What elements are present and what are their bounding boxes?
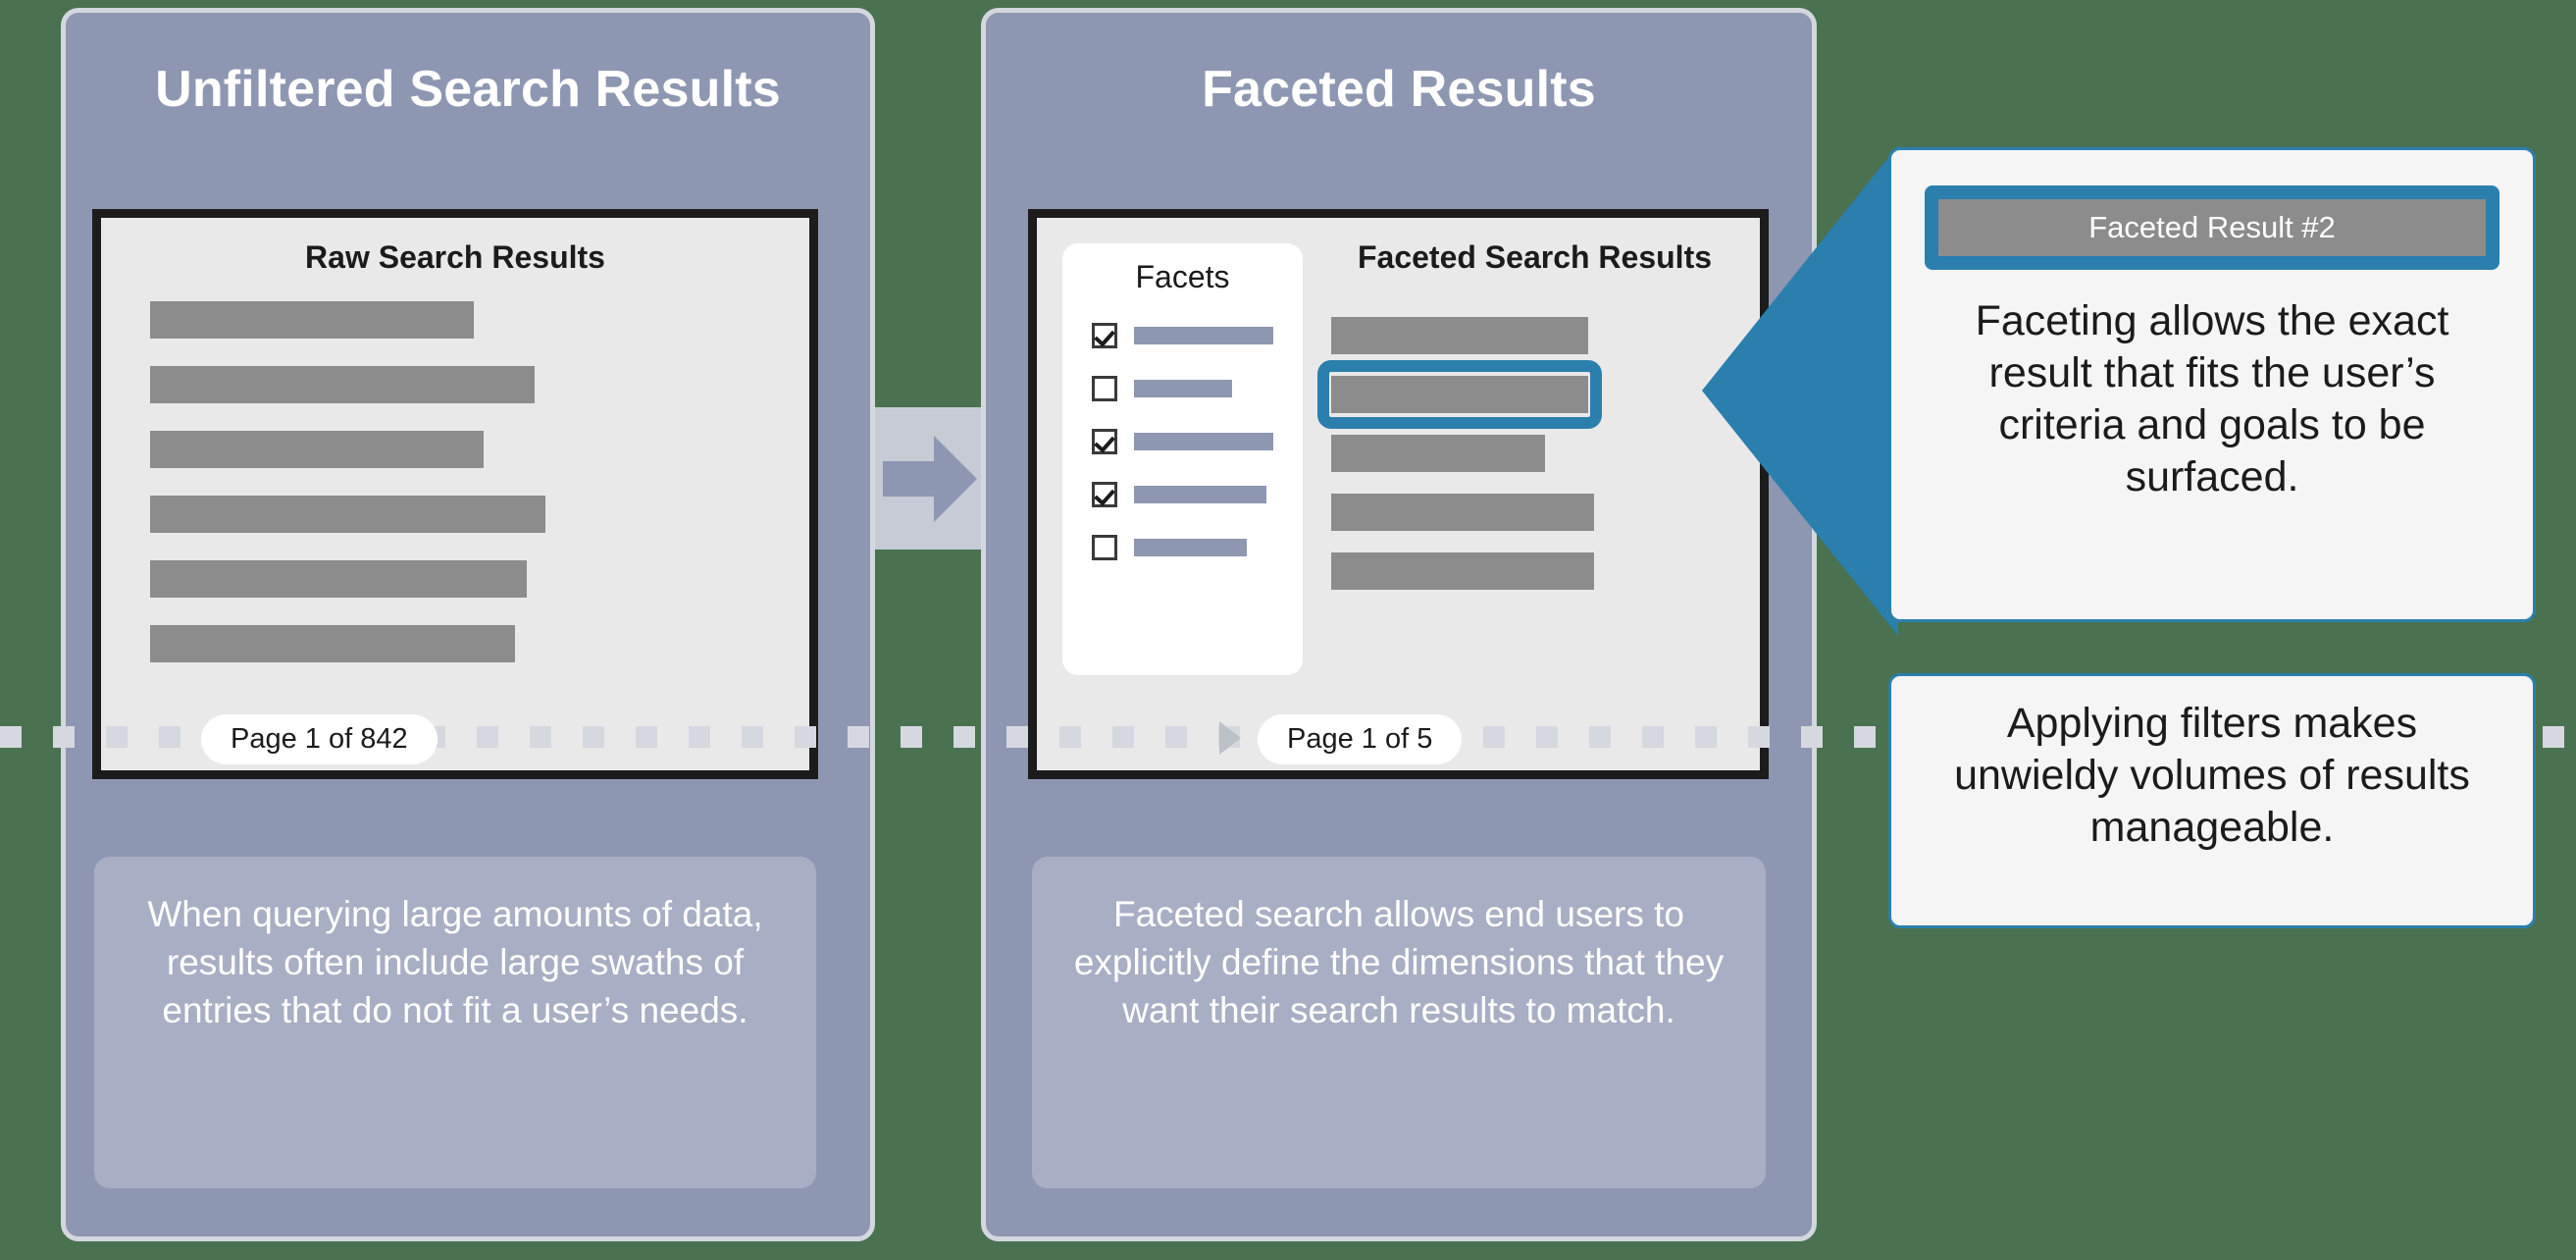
callout-chip-label: Faceted Result #2 bbox=[1938, 199, 2486, 256]
small-right-arrow-icon bbox=[1219, 721, 1241, 755]
callout-top-text: Faceting allows the exact result that fi… bbox=[1975, 297, 2449, 500]
faceted-search-results-window: Facets Faceted Search Results bbox=[1028, 209, 1769, 779]
raw-result-bar bbox=[150, 560, 527, 598]
left-panel-description: When querying large amounts of data, res… bbox=[94, 857, 816, 1188]
callout-bottom-text: Applying filters makes unwieldy volumes … bbox=[1954, 700, 2470, 851]
facet-label-bar bbox=[1134, 380, 1232, 397]
raw-search-results-window: Raw Search Results bbox=[92, 209, 818, 779]
left-panel-title: Unfiltered Search Results bbox=[155, 61, 781, 118]
right-panel-description: Faceted search allows end users to expli… bbox=[1032, 857, 1766, 1188]
callout-faceted-result: Faceted Result #2 Faceting allows the ex… bbox=[1888, 147, 2536, 622]
right-panel-title: Faceted Results bbox=[1202, 61, 1596, 118]
faceted-result-row[interactable] bbox=[1331, 542, 1738, 601]
facet-item[interactable] bbox=[1062, 429, 1303, 454]
facet-item[interactable] bbox=[1062, 376, 1303, 401]
facet-label-bar bbox=[1134, 486, 1266, 503]
right-arrow-icon bbox=[883, 436, 977, 522]
faceted-result-row[interactable] bbox=[1331, 306, 1738, 365]
checkbox-checked-icon[interactable] bbox=[1092, 482, 1117, 507]
faceted-result-bar bbox=[1331, 552, 1594, 590]
raw-result-bar bbox=[150, 496, 545, 533]
raw-result-bar bbox=[150, 301, 474, 339]
checkbox-checked-icon[interactable] bbox=[1092, 429, 1117, 454]
facet-item[interactable] bbox=[1062, 535, 1303, 560]
facet-item[interactable] bbox=[1062, 323, 1303, 348]
faceted-results-bar-list bbox=[1317, 306, 1738, 601]
faceted-result-bar bbox=[1331, 317, 1588, 354]
facets-title: Facets bbox=[1135, 259, 1230, 294]
faceted-result-bar bbox=[1331, 494, 1594, 531]
raw-result-bar bbox=[150, 366, 535, 403]
faceted-search-results-title: Faceted Search Results bbox=[1357, 239, 1713, 275]
facet-label-bar bbox=[1134, 539, 1247, 556]
facet-label-bar bbox=[1134, 433, 1273, 450]
facet-list bbox=[1062, 323, 1303, 560]
raw-results-bar-list bbox=[101, 301, 809, 662]
faceted-result-bar bbox=[1331, 435, 1545, 472]
checkbox-checked-icon[interactable] bbox=[1092, 323, 1117, 348]
checkbox-unchecked-icon[interactable] bbox=[1092, 535, 1117, 560]
faceted-result-row-highlighted[interactable] bbox=[1317, 360, 1738, 429]
checkbox-unchecked-icon[interactable] bbox=[1092, 376, 1117, 401]
facets-card: Facets bbox=[1062, 243, 1303, 675]
faceted-result-row[interactable] bbox=[1331, 424, 1738, 483]
facet-label-bar bbox=[1134, 327, 1273, 344]
raw-result-bar bbox=[150, 431, 484, 468]
faceted-result-bar bbox=[1331, 376, 1588, 413]
left-wedge-pointer-icon bbox=[1702, 145, 1898, 636]
raw-result-bar bbox=[150, 625, 515, 662]
raw-search-results-title: Raw Search Results bbox=[305, 239, 605, 275]
highlight-ring bbox=[1317, 360, 1602, 429]
page-badge-right[interactable]: Page 1 of 5 bbox=[1258, 714, 1463, 764]
faceted-result-row[interactable] bbox=[1331, 483, 1738, 542]
callout-applying-filters: Applying filters makes unwieldy volumes … bbox=[1888, 673, 2536, 928]
page-badge-left[interactable]: Page 1 of 842 bbox=[201, 714, 438, 764]
facet-item[interactable] bbox=[1062, 482, 1303, 507]
callout-chip: Faceted Result #2 bbox=[1925, 185, 2499, 270]
